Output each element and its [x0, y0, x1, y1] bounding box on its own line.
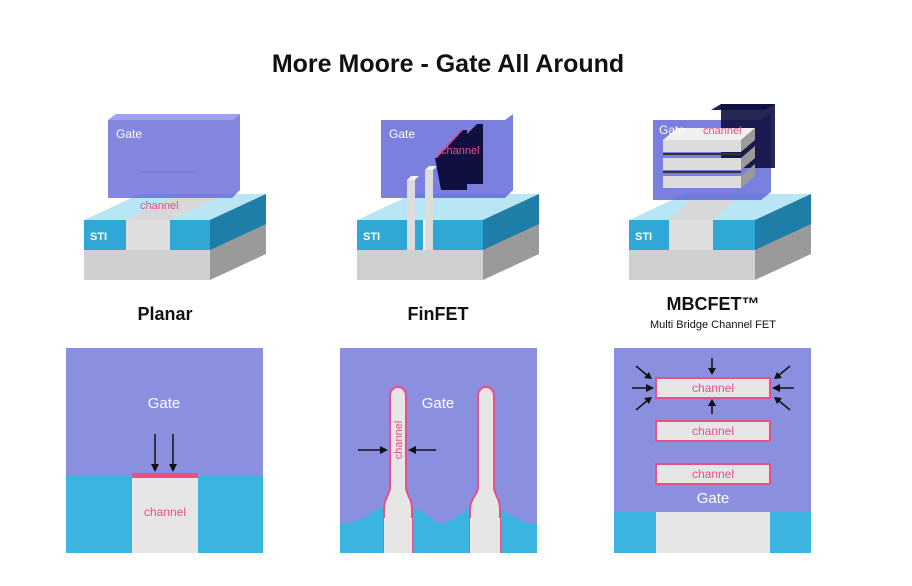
planar-xs-sti-right — [198, 476, 263, 553]
mbcfet-xs-gate-label: Gate — [697, 490, 730, 507]
mbcfet-cross-section: channel channel channel Gate — [614, 348, 811, 553]
page-title: More Moore - Gate All Around — [271, 50, 625, 78]
planar-channel-top — [126, 194, 226, 220]
finfet-sti-label: STI — [363, 231, 380, 243]
mbcfet-xs-channel-label-3: channel — [692, 467, 734, 481]
planar-gate-box — [108, 114, 240, 198]
planar-base-front — [84, 250, 210, 280]
finfet-xs-fin-1 — [383, 386, 413, 553]
planar-gate-label: Gate — [116, 127, 142, 141]
mbcfet-xs-channel-label-1: channel — [692, 381, 734, 395]
planar-sti-left — [84, 220, 126, 250]
finfet-xs-fin-2 — [469, 386, 501, 553]
planar-xs-gate-label: Gate — [148, 395, 181, 412]
mbcfet-xs-channel-2 — [655, 420, 771, 442]
finfet-fin-1 — [407, 180, 415, 250]
finfet-gate-label: Gate — [389, 127, 415, 141]
planar-3d-diagram: Gate channel STI — [84, 114, 266, 280]
planar-sti-side — [210, 194, 266, 250]
finfet-fin-2 — [425, 170, 433, 250]
mbcfet-sti-label: STI — [635, 231, 652, 243]
planar-label: Planar — [137, 304, 193, 324]
mbcfet-3d-diagram: Gate channel STI — [629, 104, 811, 280]
mbcfet-xs-channel-1 — [655, 377, 771, 399]
mbcfet-label: MBCFET™ — [666, 294, 760, 314]
mbcfet-sheet-2 — [663, 158, 741, 170]
mbcfet-channel-label: channel — [703, 125, 742, 137]
planar-sti-label: STI — [90, 231, 107, 243]
finfet-cross-section: Gate channel — [340, 348, 537, 553]
finfet-label: FinFET — [407, 304, 469, 324]
planar-gate-top — [108, 114, 240, 120]
planar-xs-sti-left — [66, 476, 132, 553]
finfet-xs-gate-label: Gate — [422, 395, 455, 412]
mbcfet-gate-label: Gate — [659, 123, 685, 137]
mbcfet-sheet-3 — [663, 176, 741, 188]
finfet-channel-label: channel — [441, 145, 480, 157]
planar-si-center — [126, 220, 170, 250]
mbcfet-subtitle: Multi Bridge Channel FET — [650, 319, 776, 331]
finfet-xs-channel-label: channel — [393, 421, 405, 460]
mbcfet-sheet-1 — [663, 140, 741, 152]
mbcfet-xs-channel-3 — [655, 463, 771, 485]
planar-cross-section: Gate channel — [66, 348, 263, 553]
planar-sti-right — [170, 220, 210, 250]
planar-xs-channel — [132, 476, 198, 553]
finfet-3d-diagram: Gate channel STI — [357, 114, 539, 280]
mbcfet-xs-channel-label-2: channel — [692, 424, 734, 438]
planar-xs-channel-label: channel — [144, 505, 186, 519]
planar-xs-channel-top — [132, 473, 198, 478]
planar-channel-label: channel — [140, 200, 179, 212]
